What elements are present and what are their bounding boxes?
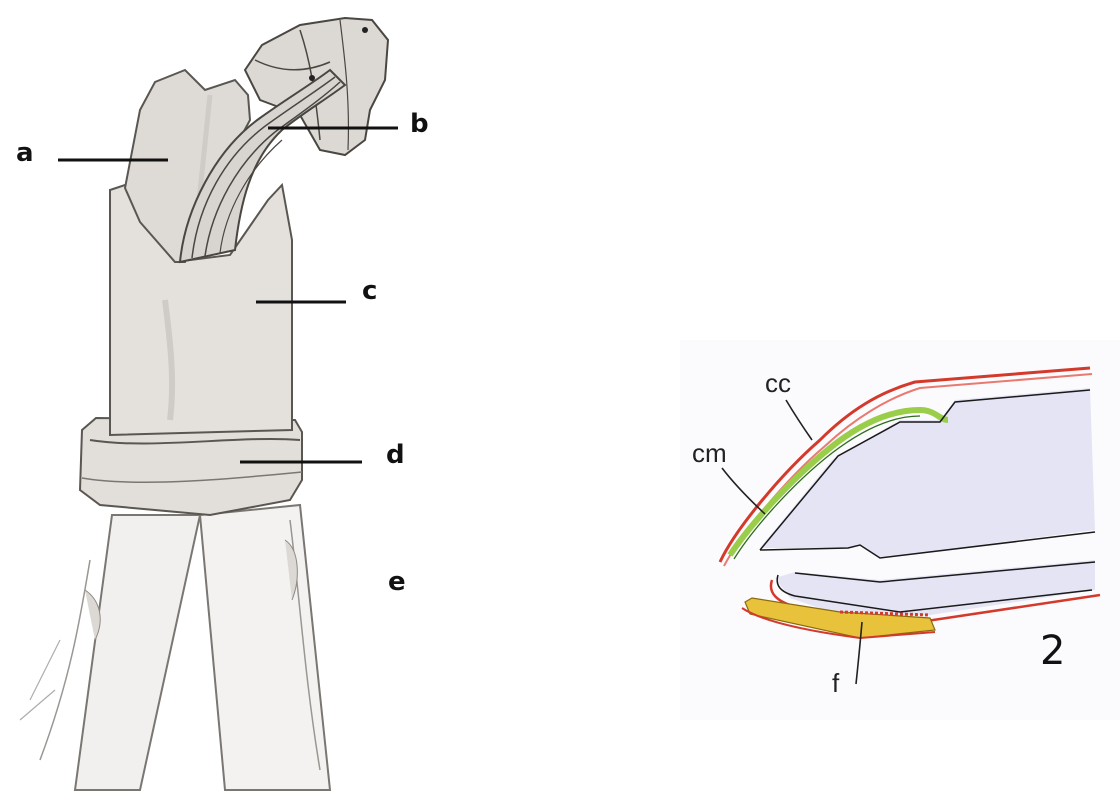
label-f: f	[832, 668, 840, 698]
label-cm: cm	[692, 438, 727, 468]
figure-2-section: cc cm f 2	[680, 340, 1120, 720]
label-cc: cc	[765, 368, 791, 398]
figure-1-sketch: a b c d e	[16, 18, 429, 790]
panel-number: 2	[1040, 628, 1065, 674]
label-e: e	[388, 567, 406, 597]
label-b: b	[410, 109, 429, 139]
label-a: a	[16, 138, 34, 168]
label-c: c	[362, 276, 377, 306]
lower-stalk	[20, 505, 330, 790]
label-d: d	[386, 440, 405, 470]
